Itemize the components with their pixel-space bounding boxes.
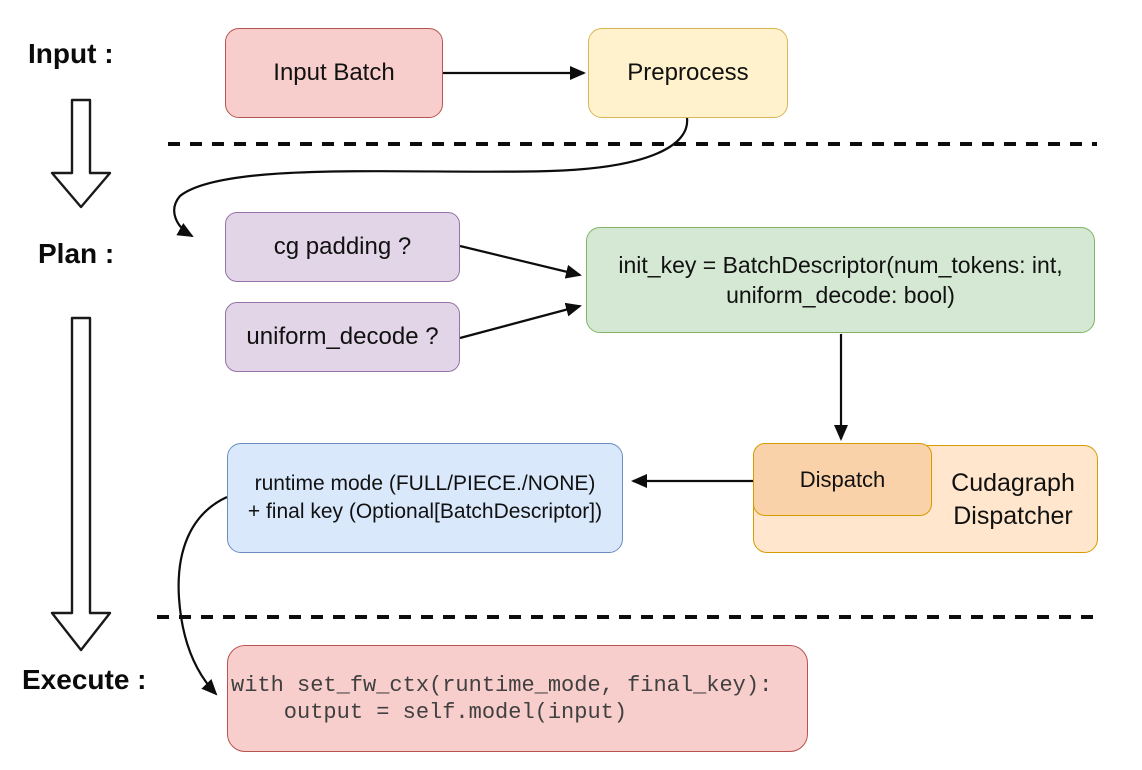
node-runtime-mode: runtime mode (FULL/PIECE./NONE) + final … bbox=[227, 443, 623, 553]
dispatcher-label-line2: Dispatcher bbox=[953, 502, 1073, 530]
node-init-key: init_key = BatchDescriptor(num_tokens: i… bbox=[586, 227, 1095, 333]
node-init-key-line2: uniform_decode: bool) bbox=[726, 282, 955, 308]
node-input-batch: Input Batch bbox=[225, 28, 443, 118]
node-cg-padding: cg padding ? bbox=[225, 212, 460, 282]
node-input-batch-label: Input Batch bbox=[273, 59, 395, 86]
node-preprocess-label: Preprocess bbox=[627, 59, 749, 86]
node-runtime-line1: runtime mode (FULL/PIECE./NONE) bbox=[254, 472, 596, 495]
node-dispatch-label: Dispatch bbox=[799, 466, 886, 492]
edge-uniformdecode-to-initkey bbox=[459, 302, 582, 340]
node-uniform-decode-label: uniform_decode ? bbox=[246, 323, 439, 350]
execute-code-line2: output = self.model(input) bbox=[231, 699, 628, 725]
node-dispatch: Dispatch bbox=[753, 443, 932, 516]
edge-cgpadding-to-initkey bbox=[459, 244, 582, 279]
edge-preprocess-to-cgpadding bbox=[173, 117, 689, 237]
block-arrow-input-to-plan bbox=[50, 98, 112, 209]
node-execute-code: with set_fw_ctx(runtime_mode, final_key)… bbox=[227, 645, 808, 752]
block-arrow-plan-to-execute bbox=[50, 316, 112, 652]
node-init-key-line1: init_key = BatchDescriptor(num_tokens: i… bbox=[618, 252, 1063, 278]
node-cudagraph-dispatcher-label: Cudagraph Dispatcher bbox=[928, 449, 1098, 551]
edge-runtime-to-executecode bbox=[177, 496, 228, 696]
node-cg-padding-label: cg padding ? bbox=[273, 233, 412, 260]
execute-code-line1: with set_fw_ctx(runtime_mode, final_key)… bbox=[231, 672, 773, 698]
stage-label-plan: Plan : bbox=[38, 238, 115, 269]
stage-label-input: Input : bbox=[28, 38, 114, 69]
dispatcher-label-line1: Cudagraph bbox=[951, 469, 1075, 497]
node-preprocess: Preprocess bbox=[588, 28, 788, 118]
node-uniform-decode: uniform_decode ? bbox=[225, 302, 460, 372]
node-runtime-line2: + final key (Optional[BatchDescriptor]) bbox=[247, 500, 603, 523]
stage-label-execute: Execute : bbox=[22, 664, 147, 695]
